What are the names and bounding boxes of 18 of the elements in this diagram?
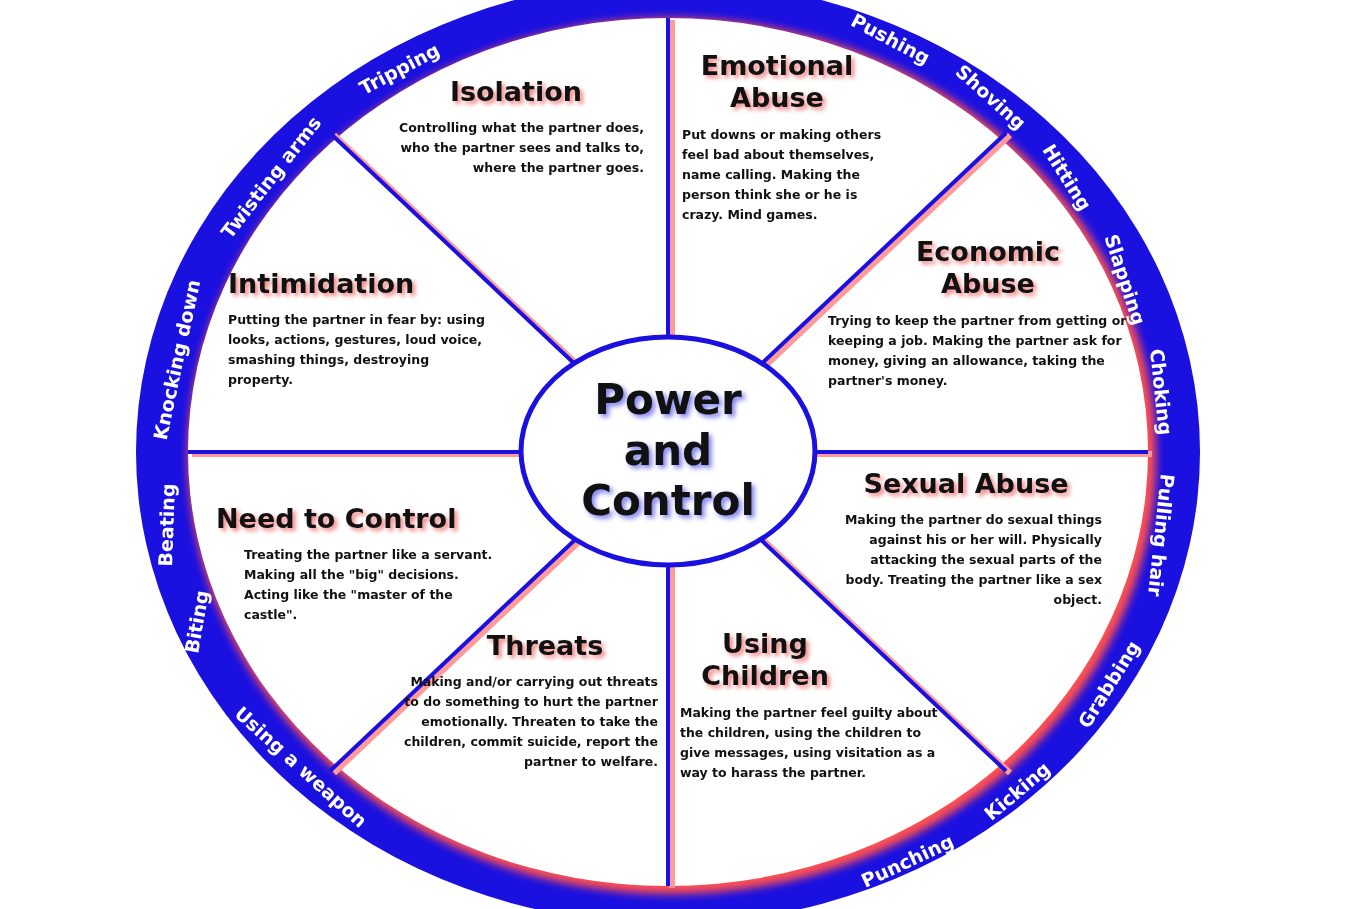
segment-title: Intimidation [228, 268, 416, 301]
segment-description: Treating the partner like a servant. Making all the "big" decisions. Acting like the "master of the castle". [244, 546, 494, 625]
segment-title: Need to Control [216, 503, 458, 536]
segment-title: Isolation [448, 76, 584, 109]
segment-description: Making the partner feel guilty about the children, using the children to give messages, using visitation as a way to harass the partner. [680, 703, 939, 782]
segment-title: Sexual Abuse [862, 468, 1070, 501]
ring-label: Biting [180, 588, 213, 656]
segment-description: Put downs or making others feel bad about themselves, name calling. Making the person think she or he is crazy. Mind games. [682, 125, 883, 224]
ring-label: Pulling hair [1144, 472, 1179, 598]
ring-label: Beating [154, 483, 179, 567]
segment-title: Economic Abuse [914, 236, 1062, 301]
segment-description: Controlling what the partner does, who the partner sees and talks to, where the partner goes. [398, 119, 644, 178]
segment-title: Threats [485, 630, 605, 663]
segment-description: Putting the partner in fear by: using looks, actions, gestures, loud voice, smashing things, destroying property. [228, 311, 486, 390]
segment-title: Using Children [700, 628, 830, 693]
hub-title: Power and Control [580, 375, 756, 527]
segment-description: Making the partner do sexual things against his or her will. Physically attacking the sexual parts of the body. Treating the partner like a sex object. [843, 511, 1102, 610]
ring-label: Choking [1146, 347, 1177, 437]
